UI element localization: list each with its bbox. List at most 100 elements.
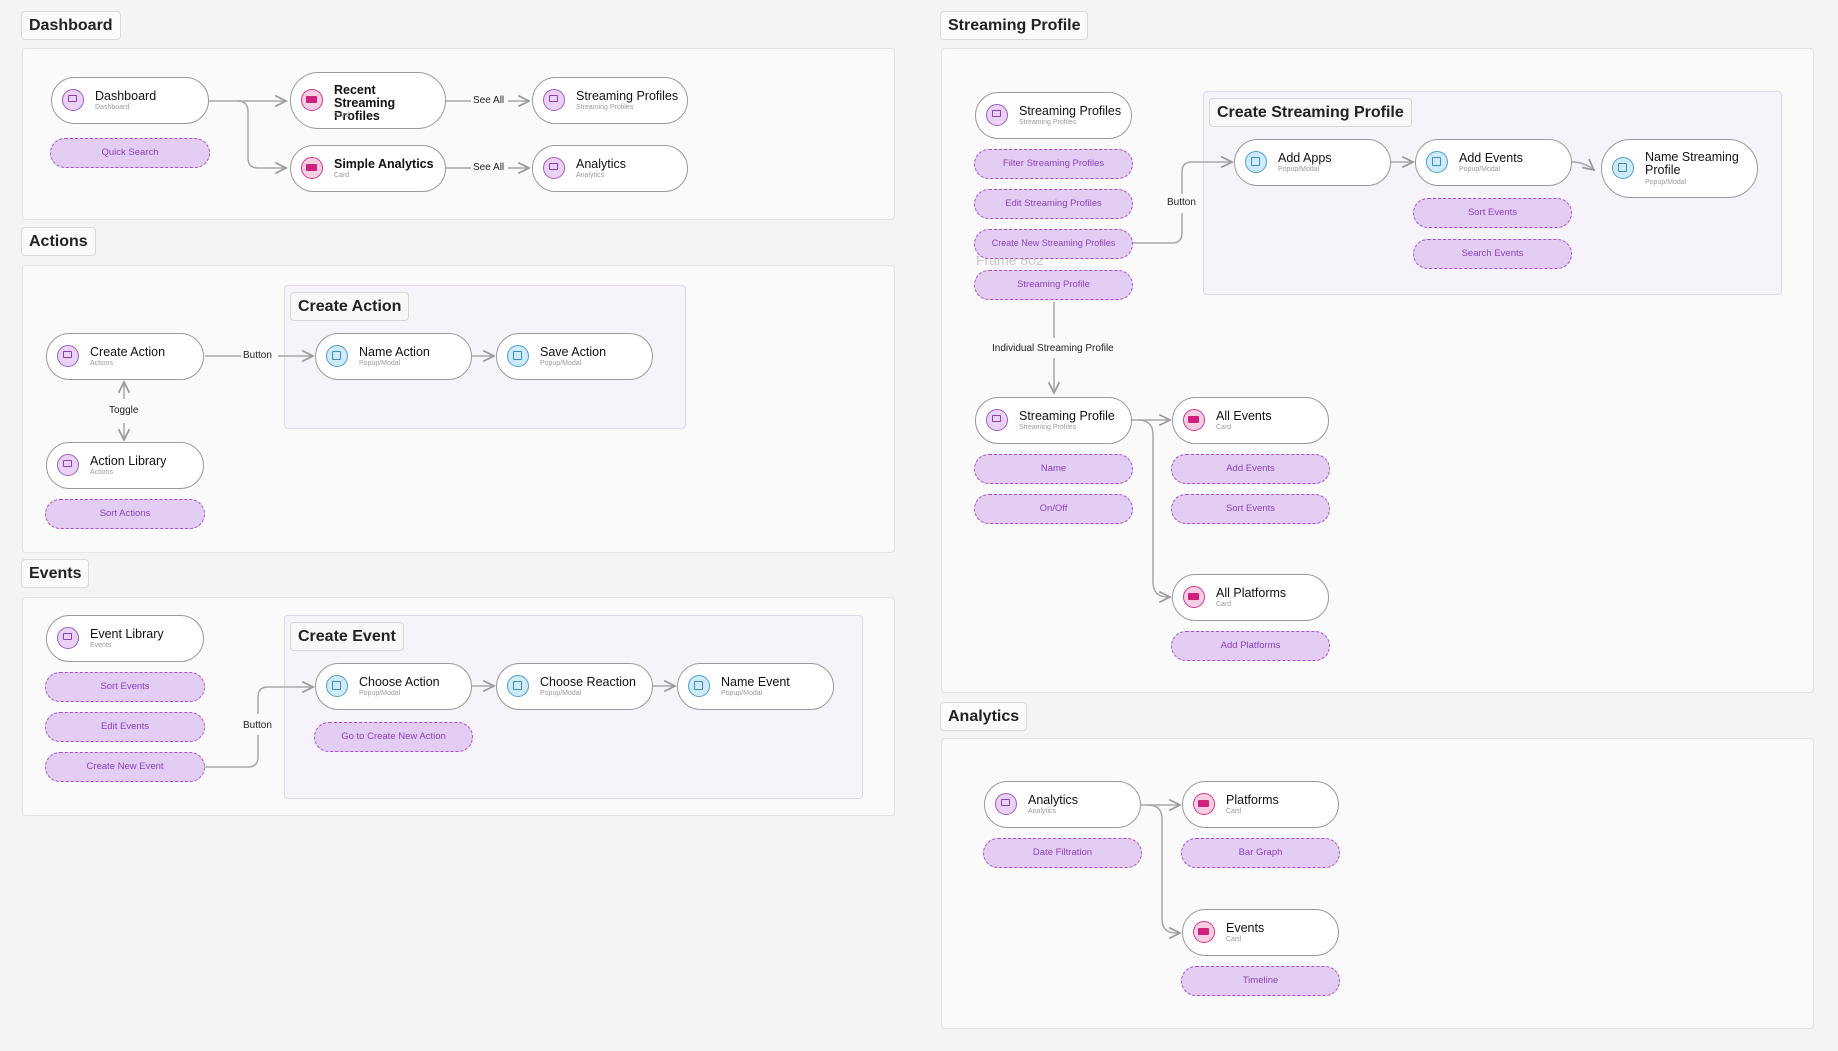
node-streaming-profiles[interactable]: Streaming Profiles Streaming Profiles	[532, 77, 688, 124]
pill-add-platforms[interactable]: Add Platforms	[1171, 631, 1330, 661]
node-subtitle: Card	[1226, 808, 1242, 815]
node-streaming-profiles[interactable]: Streaming Profiles Streaming Profiles	[975, 92, 1132, 139]
node-subtitle: Card	[334, 112, 350, 119]
group-title-create-streaming-profile: Create Streaming Profile	[1209, 98, 1412, 127]
node-title: All Events	[1216, 409, 1272, 423]
node-add-apps[interactable]: Add Apps Popup/Modal	[1234, 139, 1391, 186]
pill-search-events[interactable]: Search Events	[1413, 239, 1572, 269]
pill-create-new-event[interactable]: Create New Event	[45, 752, 205, 782]
pill-name[interactable]: Name	[974, 454, 1133, 484]
node-add-events[interactable]: Add Events Popup/Modal	[1415, 139, 1572, 186]
modal-icon	[1245, 151, 1267, 173]
pill-quick-search[interactable]: Quick Search	[50, 138, 210, 168]
screen-icon	[57, 345, 79, 367]
node-create-action[interactable]: Create Action Actions	[46, 333, 204, 380]
node-title: Streaming Profiles	[1019, 104, 1122, 118]
node-title: Streaming Profiles	[576, 89, 679, 103]
pill-sort-events[interactable]: Sort Events	[1171, 494, 1330, 524]
node-platforms[interactable]: Platforms Card	[1182, 781, 1339, 828]
modal-icon	[507, 345, 529, 367]
modal-icon	[688, 675, 710, 697]
node-subtitle: Streaming Profiles	[1019, 424, 1077, 431]
card-icon	[301, 89, 323, 111]
node-choose-reaction[interactable]: Choose Reaction Popup/Modal	[496, 663, 653, 710]
node-title: Create Action	[90, 345, 166, 359]
node-streaming-profile[interactable]: Streaming Profile Streaming Profiles	[975, 397, 1132, 444]
card-icon	[1193, 793, 1215, 815]
node-title: Save Action	[540, 345, 607, 359]
pill-date-filtration[interactable]: Date Filtration	[983, 838, 1142, 868]
group-title-create-action: Create Action	[290, 292, 410, 321]
card-icon	[1183, 409, 1205, 431]
screen-icon	[995, 793, 1017, 815]
card-icon	[1193, 921, 1215, 943]
node-title: Name Action	[359, 345, 430, 359]
pill-sort-events[interactable]: Sort Events	[45, 672, 205, 702]
card-icon	[1183, 586, 1205, 608]
node-choose-action[interactable]: Choose Action Popup/Modal	[315, 663, 472, 710]
node-name-event[interactable]: Name Event Popup/Modal	[677, 663, 834, 710]
pill-create-new-streaming-profiles[interactable]: Create New Streaming Profiles	[974, 229, 1133, 259]
node-all-platforms[interactable]: All Platforms Card	[1172, 574, 1329, 621]
node-simple-analytics[interactable]: Simple Analytics Card	[290, 145, 446, 192]
edge-label-individual-streaming-profile: Individual Streaming Profile	[992, 343, 1114, 355]
screen-icon	[57, 454, 79, 476]
pill-bar-graph[interactable]: Bar Graph	[1181, 838, 1340, 868]
node-title: Platforms	[1226, 793, 1279, 807]
node-subtitle: Popup/Modal	[359, 690, 401, 697]
node-all-events[interactable]: All Events Card	[1172, 397, 1329, 444]
section-title-streaming-profile: Streaming Profile	[940, 11, 1089, 40]
node-title: Name Event	[721, 675, 790, 689]
pill-go-to-create-new-action[interactable]: Go to Create New Action	[314, 722, 473, 752]
node-subtitle: Dashboard	[95, 104, 130, 111]
node-subtitle: Card	[1216, 601, 1232, 608]
node-title: Event Library	[90, 627, 164, 641]
node-title: Action Library	[90, 454, 167, 468]
node-dashboard[interactable]: Dashboard Dashboard	[51, 77, 209, 124]
edge-label-button: Button	[243, 350, 272, 362]
pill-filter-streaming-profiles[interactable]: Filter Streaming Profiles	[974, 149, 1133, 179]
node-name-streaming-profile[interactable]: Name Streaming Profile Popup/Modal	[1601, 139, 1758, 198]
section-title-actions: Actions	[21, 227, 96, 256]
node-subtitle: Popup/Modal	[540, 360, 582, 367]
node-subtitle: Analytics	[1028, 808, 1057, 815]
node-title: Dashboard	[95, 89, 157, 103]
node-save-action[interactable]: Save Action Popup/Modal	[496, 333, 653, 380]
node-subtitle: Popup/Modal	[721, 690, 763, 697]
node-subtitle: Card	[1226, 936, 1242, 943]
section-title-dashboard: Dashboard	[21, 11, 121, 40]
node-name-action[interactable]: Name Action Popup/Modal	[315, 333, 472, 380]
edge-event-create-2	[257, 687, 313, 714]
modal-icon	[326, 675, 348, 697]
node-event-library[interactable]: Event Library Events	[46, 615, 204, 662]
pill-timeline[interactable]: Timeline	[1181, 966, 1340, 996]
node-recent-streaming-profiles[interactable]: Recent Streaming Profiles Card	[290, 72, 446, 129]
node-subtitle: Popup/Modal	[1459, 166, 1501, 173]
edge-label-button: Button	[243, 720, 272, 732]
node-title: Add Apps	[1278, 151, 1332, 165]
node-events[interactable]: Events Card	[1182, 909, 1339, 956]
pill-sort-actions[interactable]: Sort Actions	[45, 499, 205, 529]
pill-edit-streaming-profiles[interactable]: Edit Streaming Profiles	[974, 189, 1133, 219]
edge-event-create	[204, 735, 259, 768]
screen-icon	[543, 157, 565, 179]
pill-on-off[interactable]: On/Off	[974, 494, 1133, 524]
node-title: Analytics	[1028, 793, 1079, 807]
card-icon	[301, 157, 323, 179]
node-action-library[interactable]: Action Library Actions	[46, 442, 204, 489]
edge-events-name	[1571, 162, 1594, 170]
node-analytics[interactable]: Analytics Analytics	[984, 781, 1141, 828]
node-subtitle: Streaming Profiles	[576, 104, 634, 111]
node-subtitle: Events	[90, 642, 112, 649]
pill-add-events[interactable]: Add Events	[1171, 454, 1330, 484]
screen-icon	[62, 89, 84, 111]
pill-sort-events[interactable]: Sort Events	[1413, 198, 1572, 228]
edge-analytics-events	[1147, 804, 1180, 933]
group-title-create-event: Create Event	[290, 622, 404, 651]
node-title: Add Events	[1459, 151, 1523, 165]
pill-edit-events[interactable]: Edit Events	[45, 712, 205, 742]
edge-label-see-all: See All	[473, 95, 505, 107]
pill-streaming-profile[interactable]: Streaming Profile	[974, 270, 1133, 300]
node-analytics[interactable]: Analytics Analytics	[532, 145, 688, 192]
node-title: Name Streaming Profile	[1645, 150, 1739, 177]
